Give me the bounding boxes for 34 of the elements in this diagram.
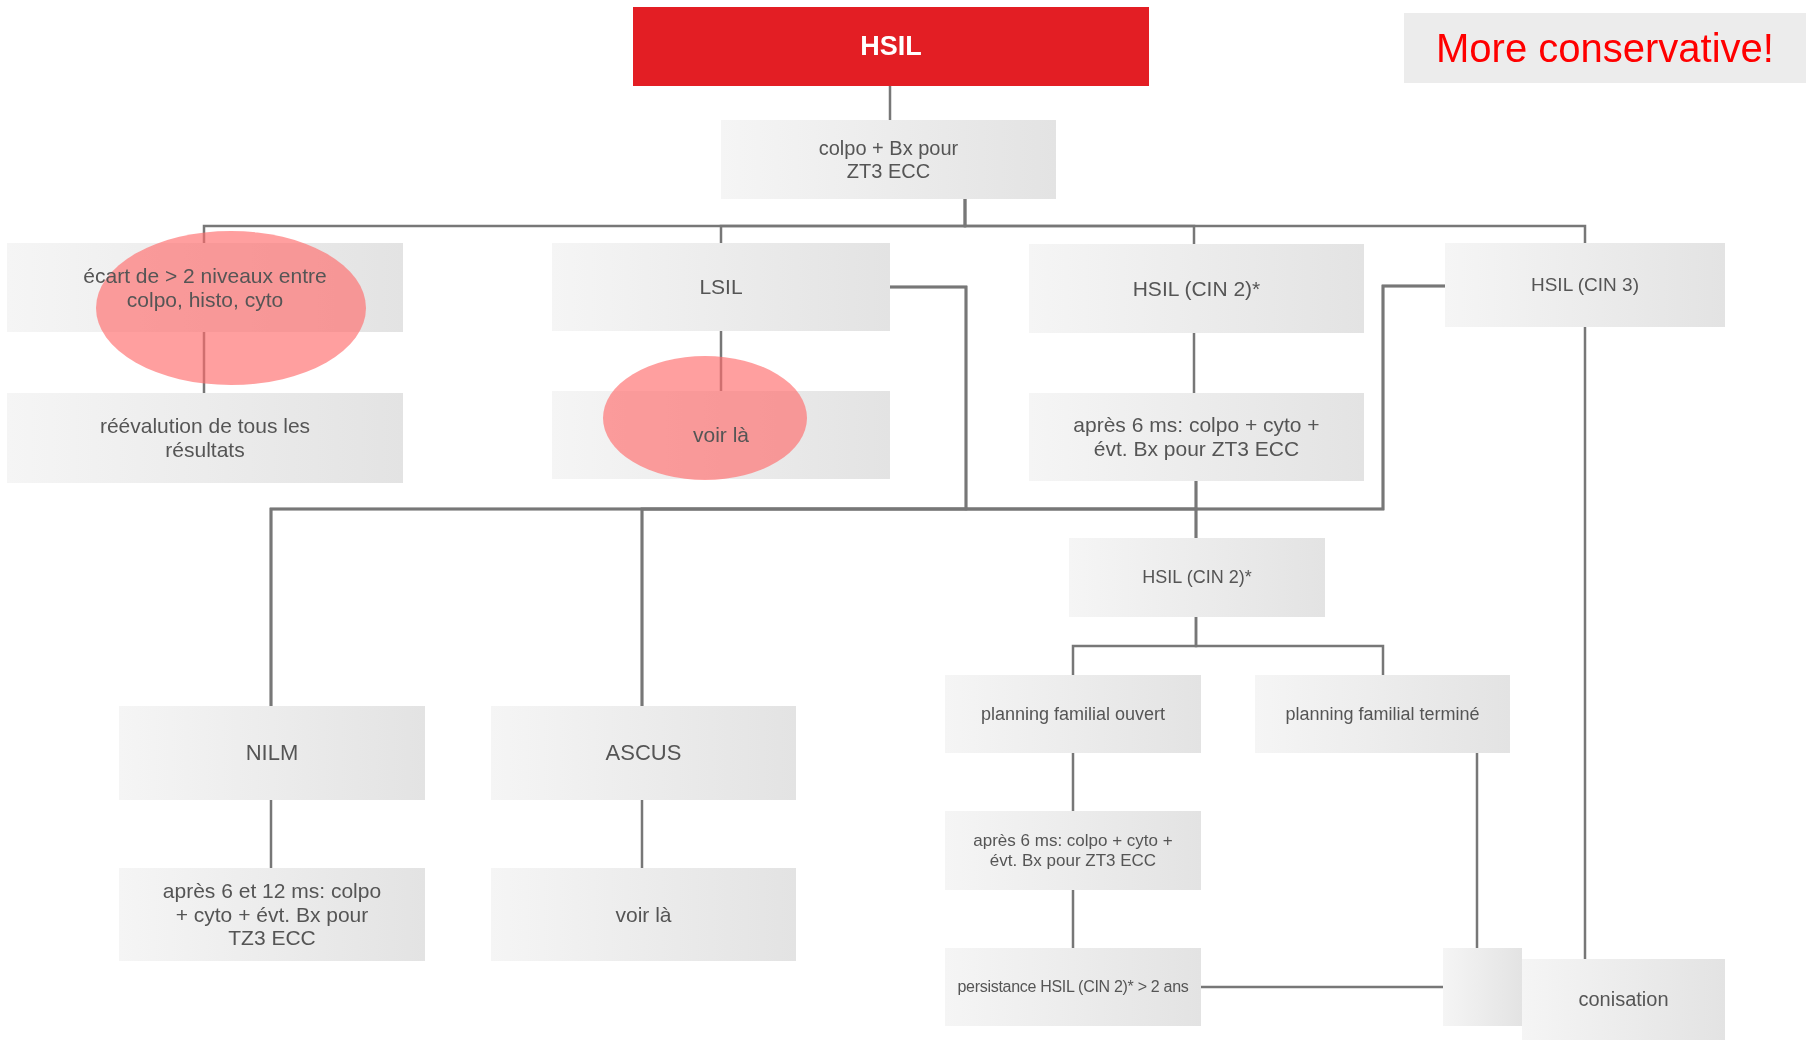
connector-line [640, 800, 644, 868]
process-box: planning familial terminé [1255, 675, 1510, 753]
process-box: ASCUS [491, 706, 796, 800]
connector-line [269, 800, 273, 868]
connector-line [888, 86, 892, 120]
connector-line [1071, 753, 1075, 811]
process-box: après 6 ms: colpo + cyto + évt. Bx pour ZT3 ECC [945, 811, 1201, 890]
process-box: écart de > 2 niveaux entre colpo, histo, cyto [7, 243, 403, 332]
connector-line [1071, 890, 1075, 948]
process-box: après 6 et 12 ms: colpo + cyto + évt. Bx pour TZ3 ECC [119, 868, 425, 961]
process-box: NILM [119, 706, 425, 800]
process-box: après 6 ms: colpo + cyto + évt. Bx pour ZT3 ECC [1029, 393, 1364, 481]
process-box: voir là [552, 391, 890, 479]
process-box: conisation [1522, 959, 1725, 1040]
connector-line [1475, 753, 1479, 948]
process-box: voir là [491, 868, 796, 961]
connector-line [963, 199, 1587, 243]
process-box: HSIL (CIN 3) [1445, 243, 1725, 327]
connector-line [1583, 327, 1587, 959]
process-box: colpo + Bx pour ZT3 ECC [721, 120, 1056, 199]
process-box: réévalution de tous les résultats [7, 393, 403, 483]
process-box: LSIL [552, 243, 890, 331]
process-box: persistance HSIL (CIN 2)* > 2 ans [945, 948, 1201, 1026]
process-box: HSIL (CIN 2)* [1029, 244, 1364, 333]
connector-line [1194, 617, 1385, 675]
connector-line [1192, 333, 1196, 393]
note-box: More conservative! [1404, 13, 1806, 83]
empty-box [1443, 948, 1522, 1026]
connector-line [1194, 284, 1445, 538]
connector-line [1201, 985, 1443, 989]
connector-line [202, 332, 206, 393]
process-box: planning familial ouvert [945, 675, 1201, 753]
title-box: HSIL [633, 7, 1149, 86]
process-box: HSIL (CIN 2)* [1069, 538, 1325, 617]
